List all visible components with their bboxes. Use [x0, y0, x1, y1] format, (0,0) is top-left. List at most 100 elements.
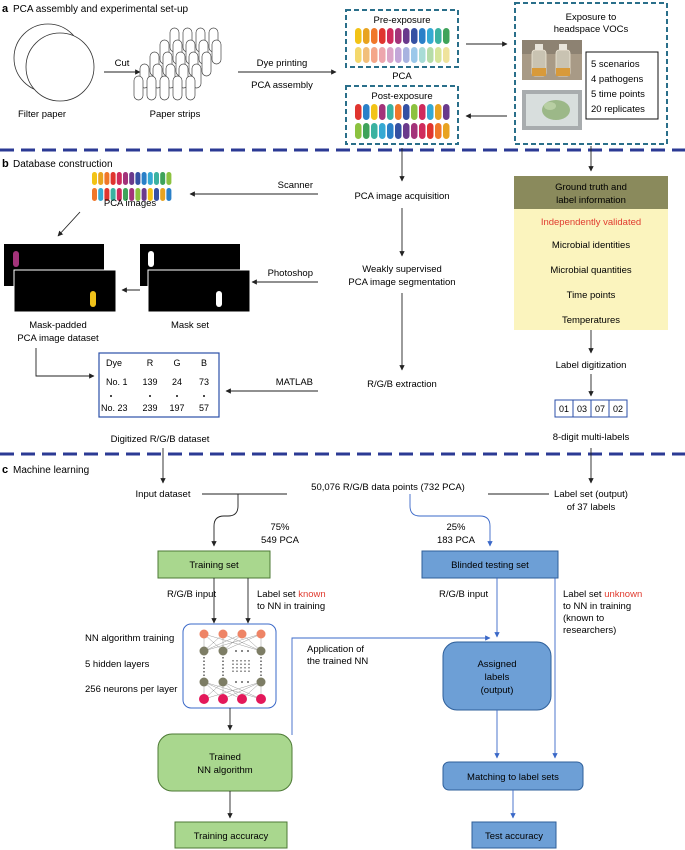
nn-node [256, 629, 266, 639]
pca-images-label: PCA images [104, 198, 157, 209]
ground-truth-header [514, 176, 668, 209]
dye-spot [387, 123, 394, 139]
dye-spot [403, 104, 410, 120]
nn-node [256, 694, 266, 704]
nn-node [199, 677, 209, 687]
label-item: Microbial quantities [550, 265, 632, 276]
training-set-box [157, 550, 271, 579]
assigned-label-1: Assigned [477, 659, 516, 670]
dye-spot [355, 104, 362, 120]
dye-spot [427, 28, 434, 44]
label-digitization-label: Label digitization [556, 360, 627, 371]
digit: 07 [595, 404, 605, 414]
neurons-label: 256 neurons per layer [85, 684, 177, 695]
dye-spot [135, 188, 141, 201]
dye-spot [123, 172, 128, 185]
label-unknown-text-4: researchers) [563, 625, 616, 636]
table-cell: 197 [169, 403, 184, 413]
dye-spot [371, 123, 378, 139]
split-to-testing-arrow [409, 494, 493, 547]
dye-spot [371, 28, 378, 44]
dye-spot [160, 172, 166, 185]
table-cell: 239 [142, 403, 157, 413]
nn-dot [247, 681, 249, 683]
dye-spot [166, 172, 172, 185]
dye-spot [419, 104, 426, 120]
images-to-masked-arrow [57, 211, 81, 237]
nn-training-label: NN algorithm training [85, 633, 174, 644]
testing-pca-count: 183 PCA [437, 535, 476, 546]
bottles-photo [522, 40, 582, 80]
dye-spot [379, 123, 386, 139]
dye-spot [411, 28, 418, 44]
panel-a-letter: a [2, 3, 9, 15]
training-percentage: 75% [270, 522, 290, 533]
dye-spot [435, 47, 442, 63]
testing-set-label: Blinded testing set [451, 560, 529, 571]
label-item: Time points [567, 290, 616, 301]
trained-nn-label-1: Trained [209, 752, 241, 763]
test-accuracy-label: Test accuracy [485, 831, 543, 842]
application-label-2: the trained NN [307, 656, 368, 667]
photoshop-label: Photoshop [268, 268, 313, 279]
dish-photo [522, 90, 582, 130]
nn-node [237, 629, 247, 639]
nn-node [218, 629, 228, 639]
training-pca-count: 549 PCA [261, 535, 300, 546]
nn-connection [203, 633, 262, 652]
mask-set-label: Mask set [171, 320, 209, 331]
nn-connection [203, 681, 262, 700]
ground-truth-title-2: label information [556, 195, 626, 206]
digit: 02 [613, 404, 623, 414]
nn-connection [203, 633, 243, 652]
nn-node [199, 646, 209, 656]
training-accuracy-box [174, 821, 288, 849]
pca-array-pre-exposure [355, 28, 450, 63]
dye-spot [379, 104, 386, 120]
dye-spot [363, 104, 370, 120]
dye-spot [166, 188, 172, 201]
dye-spot [443, 28, 450, 44]
label-unknown-text-2: to NN in training [563, 601, 631, 612]
dye-spot [355, 47, 362, 63]
nn-node [199, 694, 209, 704]
mask-set-images [140, 244, 251, 313]
dye-spot [427, 47, 434, 63]
dye-spot [147, 188, 153, 201]
testing-set-box [421, 550, 559, 579]
dye-spot [154, 172, 159, 185]
label-item: Microbial identities [552, 240, 630, 251]
multi-labels-label: 8-digit multi-labels [553, 432, 630, 443]
table-cell: 139 [142, 377, 157, 387]
dye-spot [98, 172, 104, 185]
filter-paper-label: Filter paper [18, 109, 66, 120]
nn-box [182, 623, 277, 709]
nn-node [237, 694, 247, 704]
dye-spot [435, 123, 442, 139]
dye-spot [92, 188, 97, 201]
scenarios-label: 5 scenarios [591, 59, 640, 70]
exposure-title-1: Exposure to [566, 12, 617, 23]
dye-spot [411, 104, 418, 120]
dye-spot [379, 47, 386, 63]
nn-nodes [199, 629, 266, 704]
label-set-output-1: Label set (output) [554, 489, 628, 500]
dye-spot [141, 172, 147, 185]
training-set-label: Training set [189, 560, 239, 571]
dye-spot [435, 28, 442, 44]
label-unknown-text: Label set unknown [563, 589, 642, 600]
training-accuracy-label: Training accuracy [194, 831, 269, 842]
table-header-g: G [173, 358, 180, 368]
replicates-label: 20 replicates [591, 104, 645, 115]
dye-spot [395, 47, 402, 63]
label-set-output-2: of 37 labels [567, 502, 616, 513]
dye-spot [98, 188, 104, 201]
label-known-text: Label set known [257, 589, 326, 600]
trained-nn-label-2: NN algorithm [197, 765, 253, 776]
nn-node [218, 646, 228, 656]
dye-spot [403, 123, 410, 139]
pre-exposure-box [345, 9, 459, 68]
dye-spot [104, 188, 110, 201]
pca-assembly-label: PCA assembly [251, 80, 313, 91]
